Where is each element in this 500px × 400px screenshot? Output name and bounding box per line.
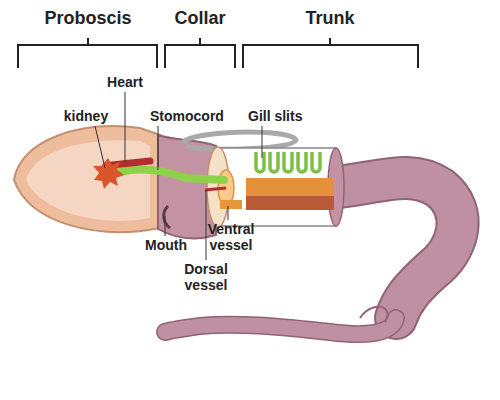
collar-bracket xyxy=(165,38,235,68)
part-label: Heart xyxy=(100,74,150,90)
proboscis xyxy=(14,126,160,232)
leader-line xyxy=(165,216,166,236)
gut-band xyxy=(246,178,334,196)
leader-line xyxy=(125,92,126,162)
tail xyxy=(165,318,396,334)
leader-lines xyxy=(95,92,262,260)
tail-outline xyxy=(165,318,396,334)
trunk-cylinder xyxy=(214,148,336,226)
body-fold xyxy=(360,307,387,322)
trunk-bracket xyxy=(243,38,418,68)
gill-slits xyxy=(256,152,320,172)
proboscis-shape xyxy=(14,126,160,232)
section-heading: Proboscis xyxy=(28,8,148,29)
trunk-body xyxy=(330,178,458,318)
section-heading: Collar xyxy=(150,8,250,29)
part-label: Mouth xyxy=(138,237,194,253)
part-label: Ventral vessel xyxy=(200,221,262,253)
kidney-shape xyxy=(93,158,124,189)
dorsal-vessel-shape xyxy=(205,188,226,190)
leader-line xyxy=(95,126,105,168)
section-brackets xyxy=(18,38,418,68)
collar-fold xyxy=(182,132,296,149)
trunk-body-outline xyxy=(330,178,458,318)
gut-wall xyxy=(246,196,334,210)
ventral-vessel-shape xyxy=(220,200,242,209)
stomocord-shape xyxy=(120,170,224,180)
part-label: Gill slits xyxy=(248,108,338,124)
leader-line xyxy=(158,126,159,170)
part-label: Dorsal vessel xyxy=(176,261,236,293)
proboscis-section xyxy=(26,140,150,221)
section-heading: Trunk xyxy=(270,8,390,29)
internal-organs xyxy=(93,158,226,190)
leader-line xyxy=(228,206,229,220)
leader-line xyxy=(262,126,263,158)
trunk-cutaway xyxy=(207,147,344,227)
part-label: kidney xyxy=(58,108,114,124)
leader-line xyxy=(206,190,207,260)
part-label: Stomocord xyxy=(150,108,240,124)
proboscis-bracket xyxy=(18,38,157,68)
